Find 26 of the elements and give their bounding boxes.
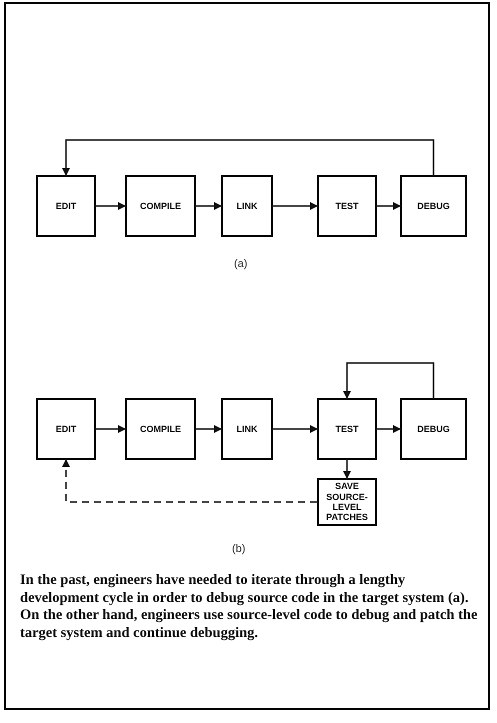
- arrow: [96, 425, 126, 433]
- process-box: DEBUG: [400, 175, 467, 237]
- panel-label: (a): [234, 258, 248, 270]
- process-box: COMPILE: [125, 175, 196, 237]
- arrow: [273, 425, 318, 433]
- arrow: [62, 459, 317, 503]
- arrow: [377, 202, 401, 210]
- arrow: [196, 202, 222, 210]
- arrow: [343, 362, 434, 399]
- arrow: [96, 202, 126, 210]
- arrow: [62, 139, 434, 176]
- process-box: COMPILE: [125, 398, 196, 460]
- panel-label: (b): [232, 543, 246, 555]
- figure-caption: In the past, engineers have needed to iterate through a lengthy development cycle in order to debug source code in the target system (a). On the other hand, engineers use source-level code to debug and patch the target system and continue debugging.: [20, 572, 478, 643]
- process-box: LINK: [221, 398, 273, 460]
- arrow: [196, 425, 222, 433]
- process-box: SAVE SOURCE-LEVEL PATCHES: [317, 478, 377, 526]
- process-box: TEST: [317, 398, 377, 460]
- process-box: TEST: [317, 175, 377, 237]
- process-box: EDIT: [36, 398, 96, 460]
- process-box: DEBUG: [400, 398, 467, 460]
- process-box: LINK: [221, 175, 273, 237]
- arrow: [377, 425, 401, 433]
- arrow: [343, 460, 351, 479]
- arrow: [273, 202, 318, 210]
- process-box: EDIT: [36, 175, 96, 237]
